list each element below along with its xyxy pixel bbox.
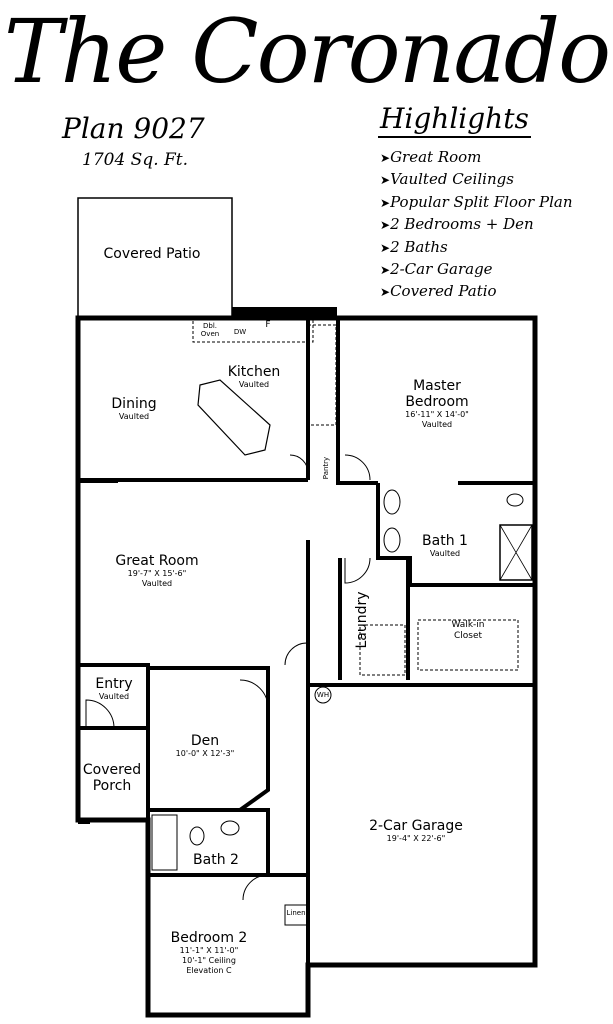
room-name: Laundry (354, 591, 370, 649)
room-covered-porch: Covered Porch (80, 762, 144, 794)
room-note: Vaulted (238, 380, 270, 389)
square-footage: 1704 Sq. Ft. (82, 150, 189, 170)
room-name: Master Bedroom (405, 378, 469, 410)
room-name: Covered Patio (103, 246, 201, 262)
room-name: Covered Porch (82, 762, 142, 794)
room-name: Entry (95, 676, 133, 692)
room-dims: 16'-11" X 14'-0" (405, 410, 469, 419)
room-dims: 10'-0" X 12'-3" (175, 749, 235, 758)
highlights-heading: Highlights (378, 102, 531, 138)
room-note: Vaulted (421, 420, 453, 429)
room-dims: 19'-4" X 22'-6" (386, 834, 446, 843)
water-heater: WH (316, 691, 330, 699)
room-name: Bedroom 2 (170, 930, 248, 946)
room-dims: 11'-1" X 11'-0" (179, 946, 239, 955)
room-note: 10'-1" Ceiling (182, 956, 236, 965)
highlight-item: 2 Baths (380, 236, 573, 258)
highlights-list: Great Room Vaulted Ceilings Popular Spli… (380, 146, 573, 303)
room-name: Den (190, 733, 220, 749)
highlight-item: Vaulted Ceilings (380, 168, 573, 190)
highlight-item: Covered Patio (380, 280, 573, 302)
refrigerator: F (265, 320, 271, 330)
room-name: Walk-in Closet (451, 620, 485, 641)
highlight-item: 2 Bedrooms + Den (380, 213, 573, 235)
highlight-item: Popular Split Floor Plan (380, 191, 572, 213)
room-pantry: Pantry (322, 456, 330, 480)
room-name: Kitchen (227, 364, 281, 380)
plan-number: Plan 9027 (62, 112, 205, 145)
room-note: Vaulted (118, 412, 150, 421)
room-note: Vaulted (141, 579, 173, 588)
patio-outline (77, 197, 233, 318)
dishwasher: DW (233, 328, 247, 336)
room-covered-patio: Covered Patio (104, 246, 201, 262)
room-linen: Linen (286, 909, 306, 917)
plan-title: The Coronado (3, 0, 611, 103)
room-name: 2-Car Garage (369, 818, 463, 834)
highlight-item: Great Room (380, 146, 573, 168)
room-name: Bath 2 (193, 852, 239, 868)
room-note: Vaulted (429, 549, 461, 558)
room-note: Elevation C (186, 966, 232, 975)
room-walk-in-closet: Walk-in Closet (443, 620, 493, 642)
room-name: Bath 1 (422, 533, 468, 549)
room-laundry: Laundry (354, 591, 370, 648)
room-dims: 19'-7" X 15'-6" (127, 569, 187, 578)
highlight-item: 2-Car Garage (380, 258, 573, 280)
room-name: Great Room (115, 553, 199, 569)
room-bath-2: Bath 2 (193, 852, 239, 868)
room-note: Vaulted (98, 692, 130, 701)
double-oven: Dbl. Oven (200, 322, 220, 338)
room-name: Dining (111, 396, 157, 412)
